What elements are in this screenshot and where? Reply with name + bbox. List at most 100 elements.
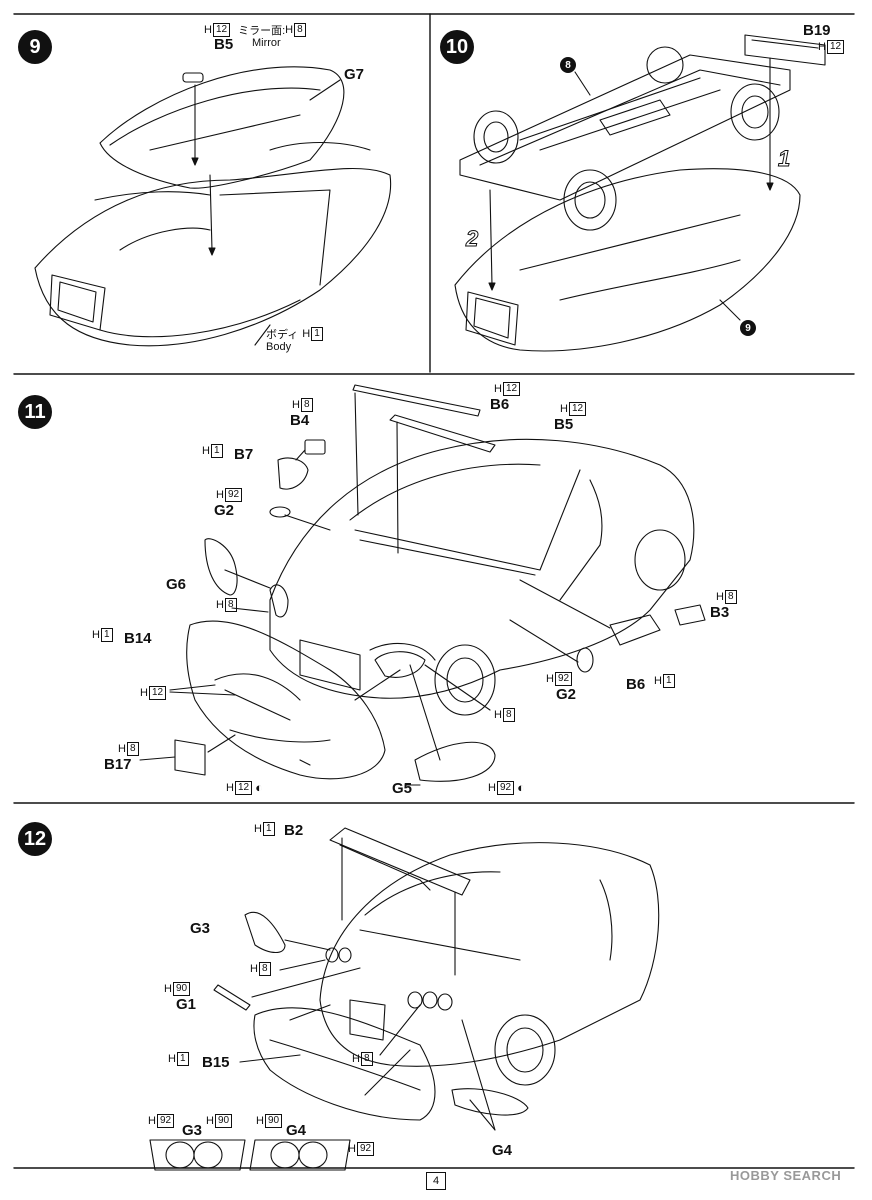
step-number-text: 11 [24, 400, 46, 423]
color-prefix: H [118, 743, 126, 755]
step-number-text: 10 [445, 35, 469, 58]
step-number-11: 11 [18, 395, 52, 429]
page-number: 4 [426, 1172, 446, 1190]
color-prefix: H [488, 781, 496, 794]
body-jp-label: ボディ [266, 329, 299, 341]
gloss-icon: ◐ [517, 780, 525, 795]
ref-number: 8 [565, 59, 571, 71]
color-prefix: H [292, 399, 300, 411]
color-code: 12 [234, 780, 253, 795]
watermark: HOBBY SEARCH [730, 1168, 842, 1183]
color-code: 12 [502, 382, 521, 396]
part-b4: B4 [290, 412, 310, 429]
color-prefix: H [560, 403, 568, 415]
color-prefix: H [202, 445, 210, 457]
detail-g4-label: G4 [286, 1122, 307, 1139]
step10-b19-part [744, 34, 826, 66]
color-code: 12 [568, 402, 587, 416]
color-code: 1 [662, 674, 675, 688]
step12-detail-g3 [149, 1139, 246, 1171]
part-b5: B5 [554, 416, 574, 433]
part-b14: B14 [124, 630, 152, 647]
color-code: 8 [126, 742, 139, 756]
color-prefix: H [494, 383, 502, 395]
color-code: 1 [210, 444, 223, 458]
step12-rear-bumper [253, 1007, 436, 1121]
step11-car-front [269, 438, 695, 716]
color-code: 8 [224, 598, 237, 612]
color-code: 12 [826, 40, 845, 54]
color-code: 8 [360, 1052, 373, 1066]
part-b17: B17 [104, 756, 132, 773]
step12-detail-g4 [249, 1139, 351, 1171]
part-g4: G4 [492, 1142, 513, 1159]
color-code: 90 [214, 1114, 233, 1128]
step10-body [454, 168, 801, 352]
color-code: 1 [176, 1052, 189, 1066]
color-code: 8 [294, 23, 306, 37]
color-prefix: H [204, 24, 212, 36]
step-number-text: 12 [23, 827, 47, 850]
ref-number: 9 [745, 322, 751, 334]
ref-step8-circle: 8 [560, 57, 576, 73]
step11-front-bumper [186, 620, 386, 780]
color-prefix: H [348, 1143, 356, 1155]
step9-window-glass [99, 66, 345, 189]
gloss-icon: ◐ [255, 780, 263, 795]
part-g2-bottom: G2 [556, 686, 577, 703]
color-code: 92 [156, 1114, 175, 1128]
ref-step9-circle: 9 [740, 320, 756, 336]
color-prefix: H [352, 1053, 360, 1065]
color-prefix: H [216, 489, 224, 501]
color-code: 90 [264, 1114, 283, 1128]
part-g3: G3 [190, 920, 211, 937]
part-b3: B3 [710, 604, 730, 621]
color-code: 8 [300, 398, 313, 412]
body-en-label: Body [266, 341, 292, 353]
color-prefix: H [546, 673, 554, 685]
color-prefix: H [654, 675, 662, 687]
mirror-note: ミラー面: [238, 25, 286, 37]
step11-small-parts [174, 439, 706, 782]
color-code: 1 [100, 628, 113, 642]
color-prefix: H [302, 328, 311, 340]
color-prefix: H [226, 781, 234, 794]
color-prefix: H [140, 687, 148, 699]
mirror-en-note: Mirror [252, 37, 281, 49]
part-b19: B19 [803, 22, 831, 39]
part-b5: B5 [214, 36, 234, 53]
step9-body-shell [34, 142, 392, 347]
step-number-9: 9 [18, 30, 52, 64]
part-b2: B2 [284, 822, 304, 839]
color-code: 8 [502, 708, 515, 722]
step10-chassis [459, 46, 791, 231]
color-code: 12 [148, 686, 167, 700]
step-number-12: 12 [18, 822, 52, 856]
step12-spoiler [329, 827, 471, 896]
color-prefix: H [716, 591, 724, 603]
detail-g3-label: G3 [182, 1122, 203, 1139]
color-code: 8 [258, 962, 271, 976]
color-prefix: H [216, 599, 224, 611]
step12-car-rear [319, 842, 660, 1086]
